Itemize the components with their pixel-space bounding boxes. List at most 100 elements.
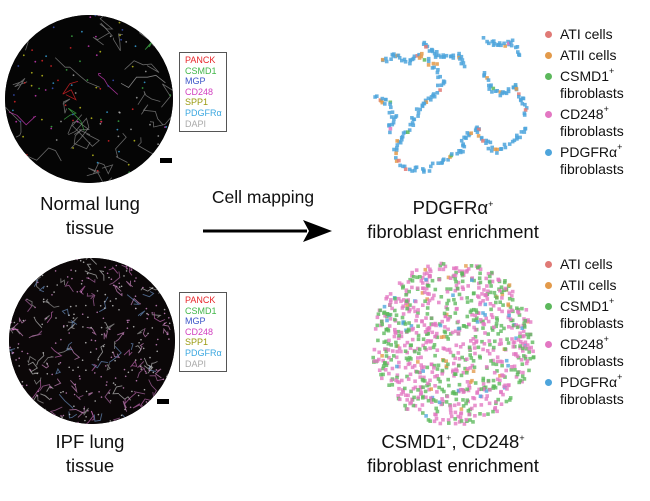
ipf-map-cell bbox=[387, 324, 392, 328]
ipf-map-cell bbox=[441, 267, 446, 272]
normal-map-cell bbox=[439, 55, 443, 59]
ipf-map-cell bbox=[383, 347, 387, 351]
ipf-map-cell bbox=[407, 355, 412, 360]
normal-map-cell bbox=[412, 54, 417, 59]
normal-map-cell bbox=[514, 87, 519, 91]
ipf-map-cell bbox=[397, 380, 401, 385]
ipf-map-cell bbox=[457, 292, 462, 297]
normal-map-cell bbox=[457, 53, 461, 58]
ipf-map-cell bbox=[419, 355, 423, 360]
normal-map-cell bbox=[427, 49, 432, 53]
ipf-map-cell bbox=[428, 340, 432, 344]
ipf-map-cell bbox=[498, 338, 503, 342]
ipf-map-cell bbox=[395, 364, 399, 369]
ipf-map-cell bbox=[522, 325, 527, 329]
ipf-map-cell bbox=[505, 387, 509, 391]
ipf-map-cell bbox=[397, 364, 401, 369]
ipf-map-cell bbox=[490, 279, 495, 284]
ipf-map-cell bbox=[478, 356, 482, 360]
ipf-map-cell bbox=[499, 323, 504, 328]
ipf-map-cell bbox=[417, 351, 421, 355]
normal-map-cell bbox=[449, 54, 453, 59]
ipf-map-cell bbox=[487, 339, 492, 343]
ipf-map-cell bbox=[516, 338, 521, 342]
normal-map-cell bbox=[461, 142, 465, 146]
normal-map-cell bbox=[518, 135, 522, 140]
ipf-map-cell bbox=[435, 331, 439, 336]
ipf-map-cell bbox=[490, 270, 494, 275]
ipf-map-cell bbox=[486, 378, 491, 383]
ipf-map-cell bbox=[496, 397, 500, 402]
ipf-map-cell bbox=[388, 312, 393, 317]
ipf-map-cell bbox=[481, 347, 485, 352]
ipf-map-cell bbox=[441, 262, 446, 266]
ipf-map-cell bbox=[465, 371, 469, 375]
ipf-map-cell bbox=[430, 370, 435, 374]
ipf-map-cell bbox=[376, 312, 381, 316]
ipf-map-cell bbox=[394, 355, 399, 360]
ipf-map-cell bbox=[479, 387, 484, 391]
ipf-map-cell bbox=[488, 388, 492, 392]
ipf-map-cell bbox=[408, 343, 413, 348]
ipf-map-cell bbox=[498, 374, 502, 378]
ipf-map-cell bbox=[416, 356, 420, 360]
ipf-map-cell bbox=[425, 271, 429, 275]
ipf-map-cell bbox=[506, 341, 511, 345]
ipf-map-cell bbox=[523, 340, 528, 345]
ipf-map-cell bbox=[514, 336, 518, 340]
normal-map-cell bbox=[408, 167, 412, 172]
ipf-map-cell bbox=[397, 281, 402, 285]
ipf-map-cell bbox=[377, 350, 381, 355]
ipf-map-cell bbox=[452, 361, 456, 366]
ipf-map-cell bbox=[433, 374, 437, 379]
ipf-map-cell bbox=[513, 368, 517, 372]
ipf-map-cell bbox=[445, 289, 450, 294]
ipf-map-cell bbox=[511, 345, 516, 349]
ipf-map-cell bbox=[483, 331, 487, 335]
ipf-map-cell bbox=[404, 293, 408, 297]
ipf-map-cell bbox=[501, 303, 505, 307]
stain-label-csmd1: CSMD1 bbox=[185, 305, 217, 316]
normal-map-cell bbox=[380, 96, 385, 101]
ipf-map-cell bbox=[514, 323, 518, 327]
ipf-map-cell bbox=[437, 300, 441, 305]
ipf-map-cell bbox=[384, 354, 389, 358]
ipf-map-cell bbox=[465, 357, 469, 361]
ipf-map-cell bbox=[449, 414, 454, 419]
normal-map-cell bbox=[395, 139, 399, 143]
normal-map-cell bbox=[458, 57, 462, 61]
ipf-map-cell bbox=[427, 326, 432, 330]
ipf-map-cell bbox=[441, 358, 446, 363]
normal-map-cell bbox=[403, 167, 408, 171]
ipf-map-cell bbox=[521, 349, 525, 353]
normal-map-cell bbox=[420, 104, 425, 109]
normal-lung-caption: Normal lung tissue bbox=[10, 192, 170, 240]
ipf-map-cell bbox=[468, 310, 473, 314]
ipf-map-cell bbox=[522, 321, 526, 325]
normal-map-cell bbox=[397, 56, 402, 60]
ipf-map-cell bbox=[487, 401, 492, 406]
ipf-map-cell bbox=[489, 284, 493, 288]
ipf-map-cell bbox=[523, 356, 528, 361]
normal-map-cell bbox=[487, 41, 491, 46]
ipf-map-cell bbox=[456, 351, 461, 355]
ipf-map-cell bbox=[405, 374, 409, 379]
ipf-map-cell bbox=[421, 343, 425, 348]
stain-label-mgp: MGP bbox=[185, 316, 206, 327]
ipf-map-cell bbox=[430, 330, 435, 335]
normal-map-cell bbox=[510, 139, 515, 144]
ipf-map-cell bbox=[460, 285, 465, 289]
normal-map-cell bbox=[439, 83, 444, 87]
ipf-map-cell bbox=[517, 380, 521, 385]
ipf-map-cell bbox=[395, 375, 399, 380]
ipf-map-cell bbox=[454, 279, 458, 284]
ipf-map-cell bbox=[408, 307, 412, 312]
ipf-map-cell bbox=[409, 400, 413, 405]
ipf-map-cell bbox=[447, 347, 452, 352]
top-result-line2: fibroblast enrichment bbox=[367, 221, 539, 242]
ipf-map-cell bbox=[401, 284, 405, 289]
ipf-map-cell bbox=[472, 307, 476, 312]
normal-map-cell bbox=[495, 151, 499, 155]
normal-map-cell bbox=[495, 147, 499, 152]
normal-map-cell bbox=[429, 98, 433, 102]
